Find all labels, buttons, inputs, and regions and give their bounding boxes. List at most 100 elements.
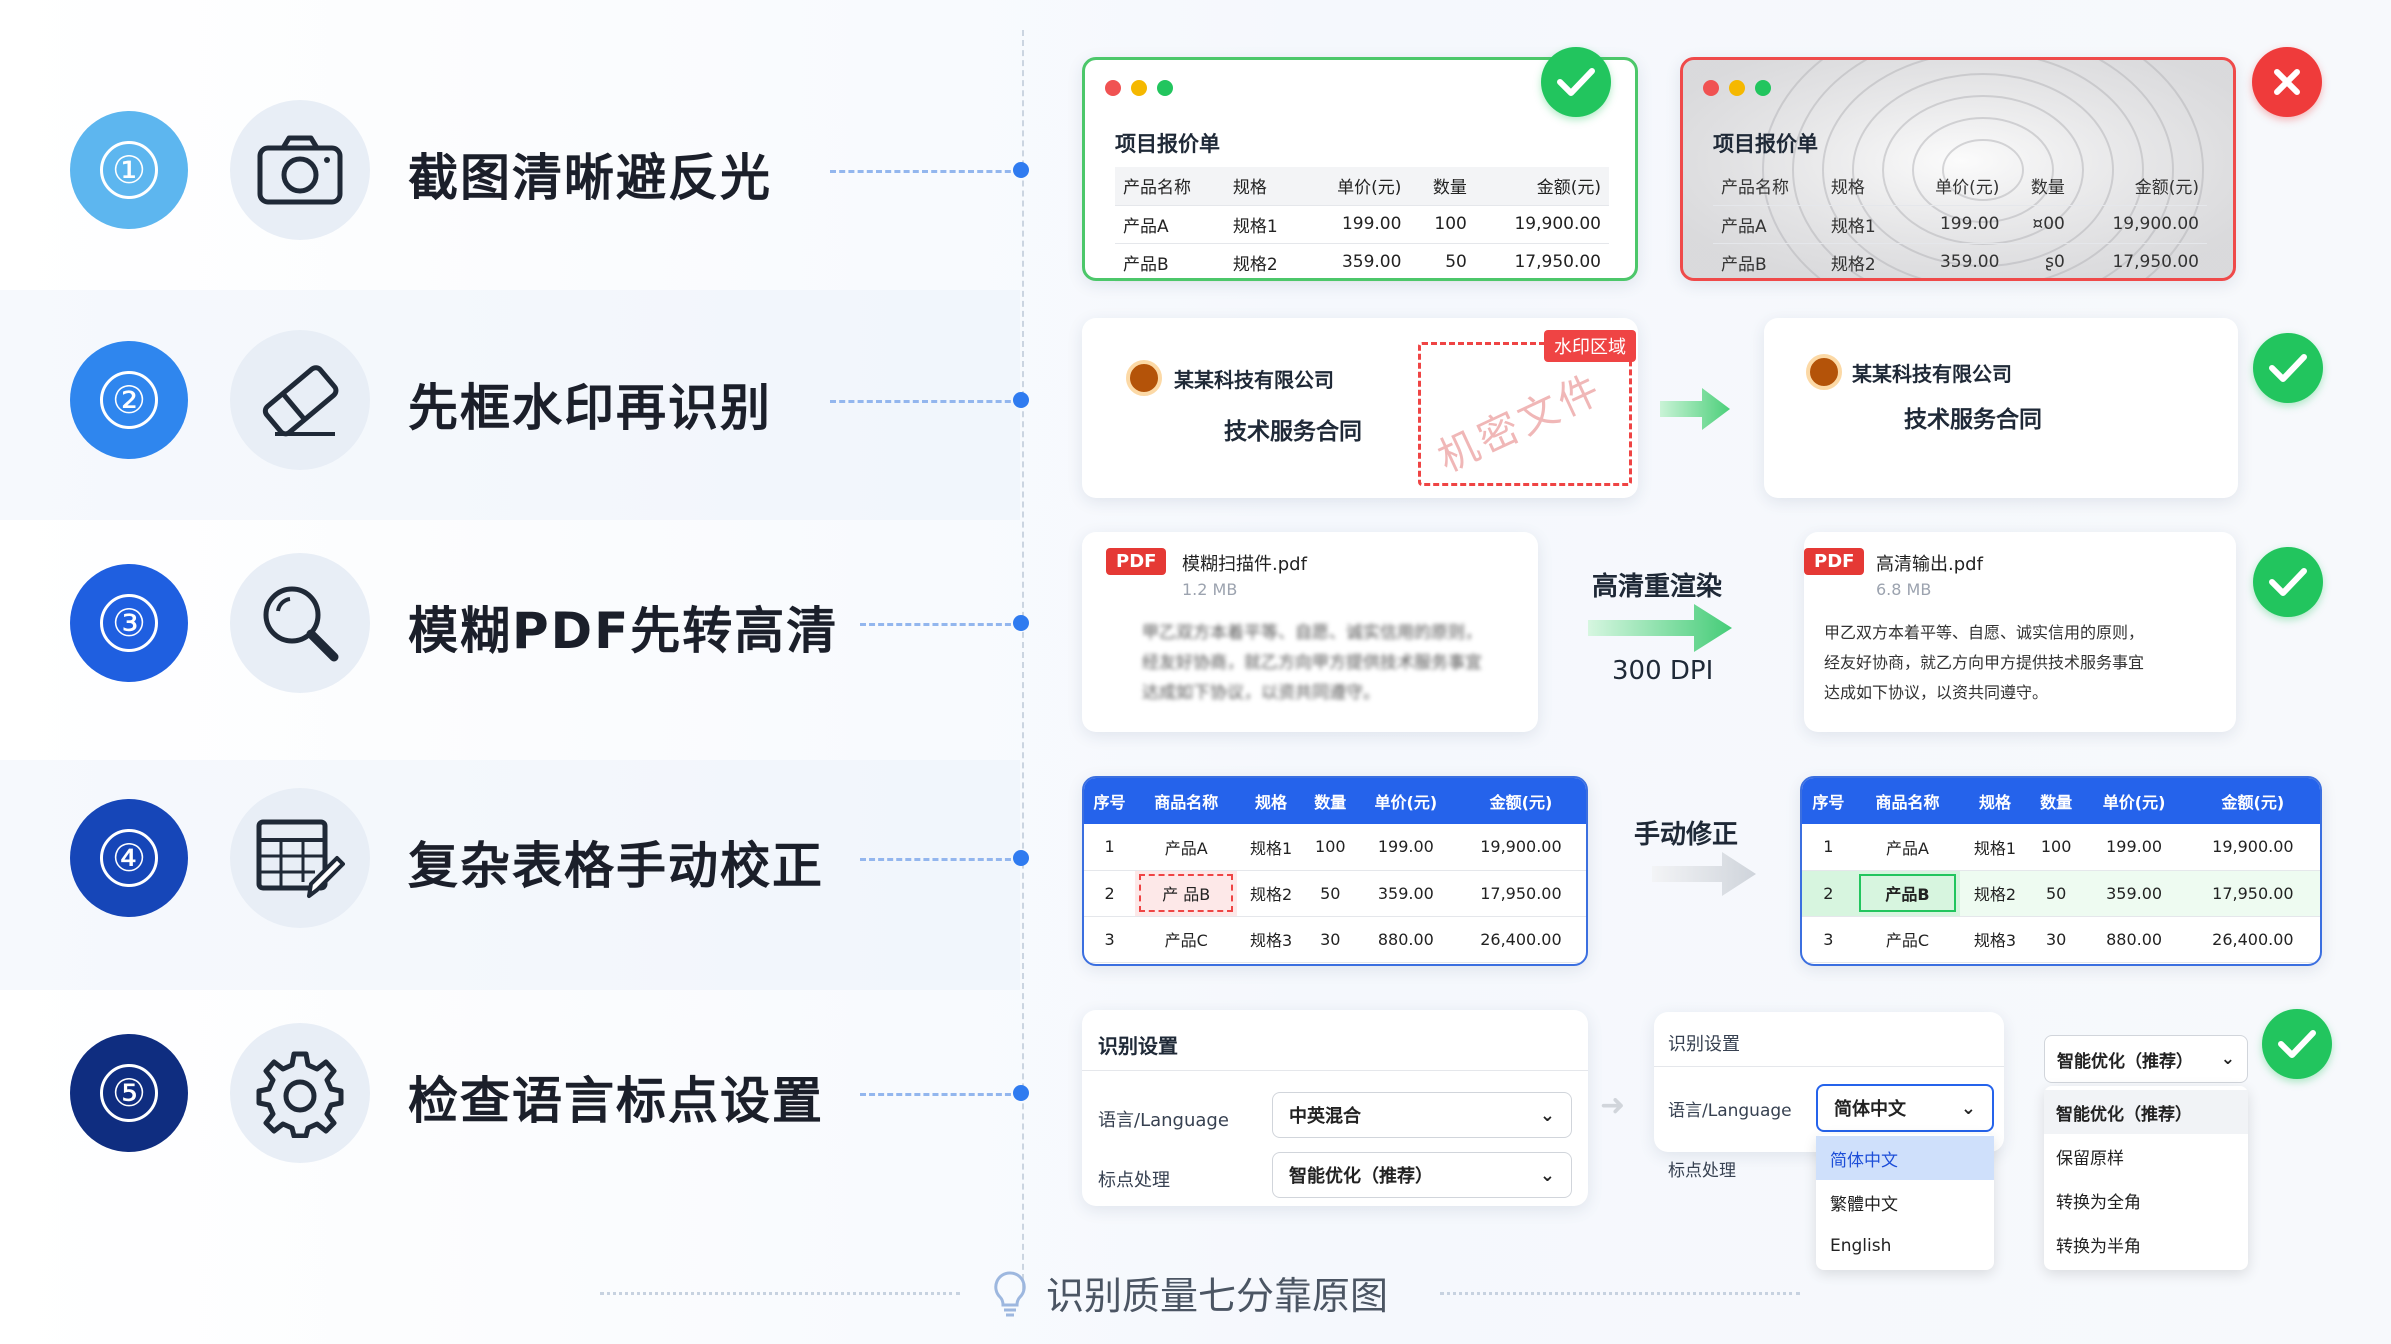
table-cell: 规格3	[1960, 916, 2030, 963]
punctuation-label: 标点处理	[1098, 1170, 1170, 1191]
table-cell: 359.00	[1304, 243, 1410, 282]
chevron-down-icon: ⌄	[1539, 1164, 1555, 1186]
language-label: 语言/Language	[1098, 1110, 1229, 1131]
dropdown-option-selected[interactable]: 简体中文	[1816, 1136, 1994, 1180]
language-select[interactable]: 简体中文 ⌄	[1816, 1084, 1994, 1132]
table-cell: 17,950.00	[1474, 243, 1609, 282]
quote-title: 项目报价单	[1115, 132, 1220, 156]
dropdown-option-selected[interactable]: 智能优化（推荐）	[2044, 1090, 2248, 1134]
table-cell: 规格2	[1960, 870, 2030, 917]
table-cell: 1	[1802, 824, 1855, 871]
table-cell: 2	[1084, 870, 1136, 917]
dpi-label: 300 DPI	[1612, 656, 1714, 686]
company-logo-icon	[1806, 354, 1842, 390]
watermark-card-after: 某某科技有限公司 技术服务合同	[1764, 318, 2238, 498]
table-cell: 359.00	[1902, 243, 2008, 278]
check-icon	[1541, 47, 1611, 117]
text-line: 甲乙双方本着平等、自愿、诚实信用的原则，	[1824, 623, 2145, 642]
quote-table: 产品名称 规格 单价(元) 数量 金额(元) 产品A 规格1 199.00 10…	[1115, 167, 1609, 282]
table-cell: 产品B	[1115, 243, 1225, 282]
settings-title: 识别设置	[1668, 1034, 1740, 1055]
column-header: 产品名称	[1115, 167, 1225, 206]
pdf-badge: PDF	[1106, 548, 1167, 575]
table-cell: 19,900.00	[2072, 205, 2207, 244]
table-cell: 199.00	[1304, 205, 1410, 244]
dropdown-option[interactable]: 转换为半角	[2056, 1236, 2141, 1257]
column-header: 规格	[1237, 778, 1305, 824]
table-edit-icon	[230, 788, 370, 928]
text-line: 达成如下协议，以资共同遵守。	[1824, 683, 2049, 702]
table-cell: 规格2	[1822, 243, 1903, 278]
table-cell: 17,950.00	[1455, 870, 1586, 917]
corrected-cell[interactable]: 产品B	[1854, 870, 1961, 917]
chevron-down-icon: ⌄	[2220, 1049, 2235, 1069]
window-dots	[1105, 80, 1173, 96]
table-cell: 100	[2029, 824, 2083, 871]
table-cell: 2	[1802, 870, 1855, 917]
step-2-title: 先框水印再识别	[408, 379, 772, 437]
watermark-selection-box[interactable]: 机密文件	[1418, 342, 1632, 486]
dropdown-option[interactable]: 转换为全角	[2056, 1192, 2141, 1213]
divider	[1654, 1066, 2004, 1067]
column-header: 单价(元)	[1304, 167, 1410, 206]
chevron-down-icon: ⌄	[1539, 1104, 1555, 1126]
column-header: 单价(元)	[1355, 778, 1456, 824]
text-line: 甲乙双方本着平等、自愿、诚实信用的原则，	[1142, 623, 1482, 643]
step-number: ⑤	[100, 1064, 158, 1122]
table-cell: 17,950.00	[2185, 870, 2320, 917]
arrow-right-icon	[1658, 384, 1734, 438]
step-1-badge: ①	[70, 111, 188, 229]
footer-text: 识别质量七分靠原图	[1046, 1274, 1389, 1318]
footer-line-right	[1440, 1292, 1800, 1295]
column-header: 序号	[1802, 778, 1855, 824]
column-header: 数量	[1409, 167, 1475, 206]
step-3-badge: ③	[70, 564, 188, 682]
quote-card-good: 项目报价单 产品名称 规格 单价(元) 数量 金额(元) 产品A 规格1 199…	[1082, 57, 1638, 282]
column-header: 金额(元)	[2072, 167, 2207, 206]
company-logo-icon	[1126, 360, 1162, 396]
table-header-row: 产品名称 规格 单价(元) 数量 金额(元)	[1115, 167, 1609, 206]
table-cell: 50	[1304, 870, 1356, 917]
footer-tip: 识别质量七分靠原图	[990, 1265, 1388, 1320]
dropdown-option[interactable]: 保留原样	[2056, 1148, 2124, 1169]
dropdown-option[interactable]: English	[1830, 1236, 1892, 1256]
table-cell: 产品A	[1135, 824, 1238, 871]
table-cell: 产品B	[1713, 243, 1823, 278]
text-line: 经友好协商，就乙方向甲方提供技术服务事宜	[1824, 653, 2145, 672]
arrow-right-icon	[1650, 848, 1760, 904]
watermark-area-label: 水印区域	[1544, 330, 1636, 362]
error-cell[interactable]: 产 品B	[1135, 870, 1238, 917]
table-row: 1 产品A 规格1 100 199.00 19,900.00	[1802, 824, 2320, 871]
divider-line	[1022, 30, 1024, 1290]
table-card-after: 序号 商品名称 规格 数量 单价(元) 金额(元) 1 产品A 规格1 100 …	[1800, 776, 2322, 966]
quote-title: 项目报价单	[1713, 132, 1818, 156]
table-header-row: 序号 商品名称 规格 数量 单价(元) 金额(元)	[1084, 778, 1586, 824]
dropdown-option[interactable]: 繁體中文	[1830, 1194, 1898, 1215]
punctuation-select[interactable]: 智能优化（推荐） ⌄	[2044, 1035, 2248, 1083]
company-name: 某某科技有限公司	[1174, 368, 1334, 392]
table-cell: 26,400.00	[1455, 916, 1586, 963]
settings-title: 识别设置	[1098, 1034, 1178, 1058]
select-value: 简体中文	[1834, 1099, 1906, 1120]
eraser-icon	[230, 330, 370, 470]
table-cell: 1	[1084, 824, 1136, 871]
column-header: 规格	[1224, 167, 1305, 206]
column-header: 规格	[1960, 778, 2030, 824]
step-4-title: 复杂表格手动校正	[408, 837, 824, 895]
language-select[interactable]: 中英混合 ⌄	[1272, 1092, 1572, 1138]
table-cell: 产品A	[1854, 824, 1961, 871]
text-line: 达成如下协议，以资共同遵守。	[1142, 683, 1380, 703]
punctuation-select[interactable]: 智能优化（推荐） ⌄	[1272, 1152, 1572, 1198]
pdf-badge: PDF	[1804, 548, 1865, 575]
connector-dot	[1013, 1085, 1029, 1101]
check-icon	[2253, 547, 2323, 617]
camera-icon	[230, 100, 370, 240]
table-cell: 880.00	[1355, 916, 1456, 963]
table-cell: 30	[1304, 916, 1356, 963]
column-header: 产品名称	[1713, 167, 1823, 206]
column-header: 数量	[2007, 167, 2073, 206]
table-row: 产品B 规格2 359.00 ʂ0 17,950.00	[1713, 243, 2207, 278]
column-header: 序号	[1084, 778, 1136, 824]
table-cell: 规格3	[1237, 916, 1305, 963]
column-header: 商品名称	[1135, 778, 1238, 824]
